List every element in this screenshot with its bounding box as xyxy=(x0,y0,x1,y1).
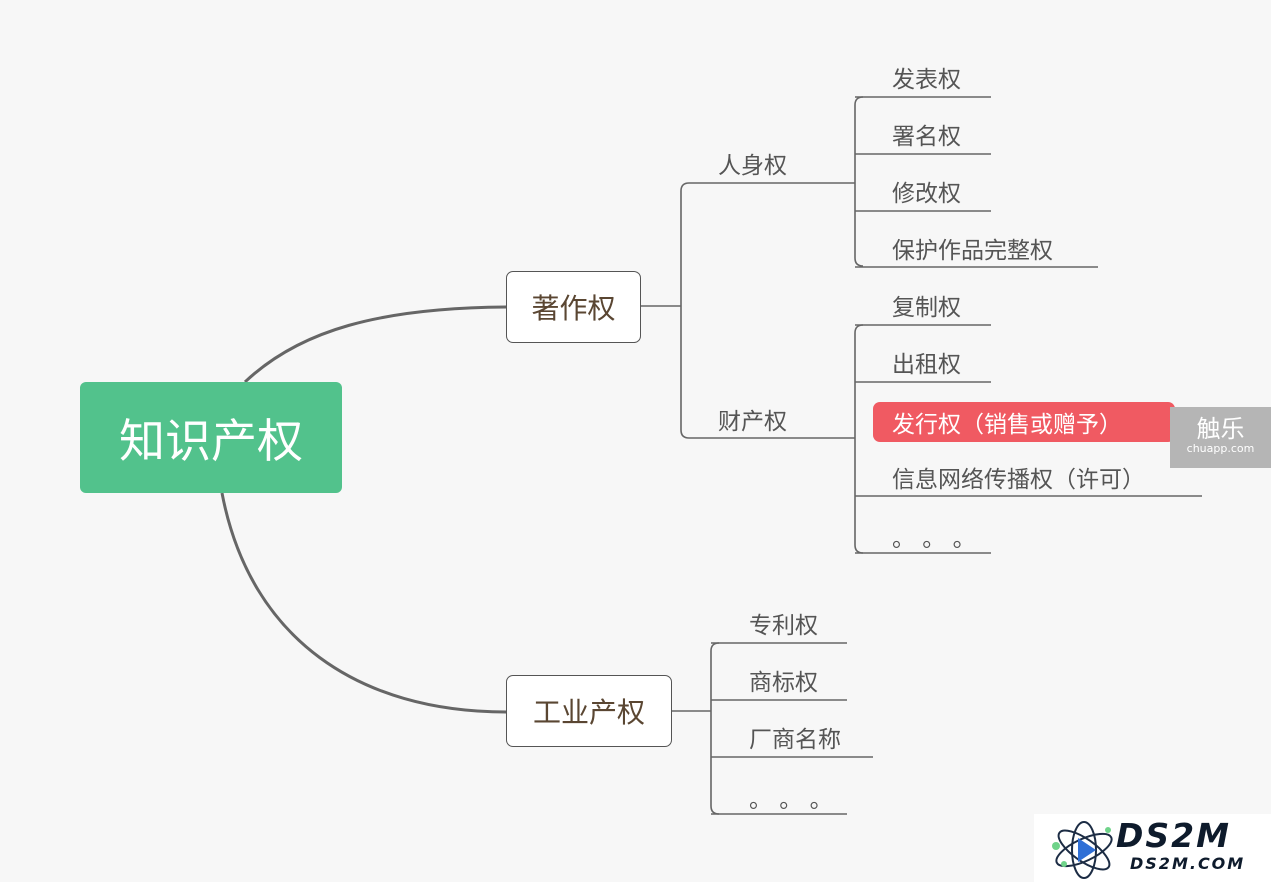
leaf-ellipsis[interactable]: 。 。 。 xyxy=(892,526,976,552)
chuapp-watermark: 触乐 chuapp.com xyxy=(1170,407,1271,468)
leaf-distribution-right-highlighted[interactable]: 发行权（销售或赠予） xyxy=(873,402,1175,442)
ds2m-logo-text: DS2M xyxy=(1116,816,1231,855)
subtopic-personal-rights[interactable]: 人身权 xyxy=(718,153,787,179)
leaf-trade-name[interactable]: 厂商名称 xyxy=(749,727,841,753)
chuapp-logo-text: 触乐 xyxy=(1196,415,1245,443)
leaf-patent-right[interactable]: 专利权 xyxy=(749,613,818,639)
copyright-branch-edge xyxy=(641,182,690,439)
leaf-ellipsis[interactable]: 。 。 。 xyxy=(749,787,833,813)
ds2m-url: DS2M.COM xyxy=(1130,854,1246,873)
leaf-publication-right[interactable]: 发表权 xyxy=(892,67,961,93)
subtopic-property-rights[interactable]: 财产权 xyxy=(718,409,787,435)
ds2m-atom-logo-icon xyxy=(1052,821,1113,879)
root-to-industrial-edge xyxy=(220,492,507,714)
property-branch-edge xyxy=(854,324,864,554)
leaf-rental-right[interactable]: 出租权 xyxy=(892,352,961,378)
root-topic-intellectual-property[interactable]: 知识产权 xyxy=(80,382,342,493)
ds2m-watermark: DS2M DS2M.COM xyxy=(1034,814,1271,882)
root-to-copyright-edge xyxy=(243,305,507,384)
personal-branch-edge xyxy=(854,96,864,267)
leaf-modification-right[interactable]: 修改权 xyxy=(892,181,961,207)
leaf-attribution-right[interactable]: 署名权 xyxy=(892,124,961,150)
leaf-integrity-right[interactable]: 保护作品完整权 xyxy=(892,238,1053,264)
leaf-network-transmission-right[interactable]: 信息网络传播权（许可） xyxy=(892,467,1145,493)
industrial-branch-edge xyxy=(672,642,720,815)
topic-industrial-property[interactable]: 工业产权 xyxy=(506,675,672,747)
leaf-trademark-right[interactable]: 商标权 xyxy=(749,670,818,696)
leaf-reproduction-right[interactable]: 复制权 xyxy=(892,295,961,321)
topic-copyright[interactable]: 著作权 xyxy=(506,271,641,343)
chuapp-url: chuapp.com xyxy=(1186,442,1255,456)
